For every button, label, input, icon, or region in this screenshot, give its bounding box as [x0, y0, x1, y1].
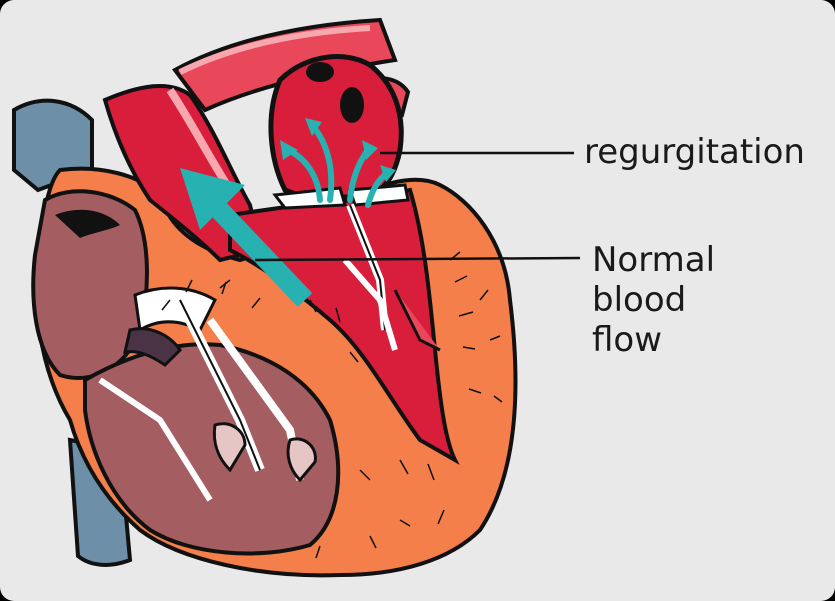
regurgitation-label: regurgitation — [584, 132, 805, 172]
muscle-texture — [161, 251, 503, 559]
pulmonary-vein-opening-2 — [306, 62, 334, 82]
normal-blood-flow-label: Normal blood flow — [592, 240, 715, 360]
normal-flow-arrow — [180, 168, 313, 307]
regurgitation-arrows — [280, 118, 396, 208]
normal-flow-label-line-2: blood — [592, 280, 687, 320]
normal-flow-label-line-3: flow — [592, 320, 663, 360]
pulmonary-vein-opening — [340, 87, 364, 123]
normal-flow-leader-line — [254, 256, 581, 262]
tricuspid-valve — [98, 286, 317, 502]
normal-flow-label-line-1: Normal — [592, 240, 716, 280]
